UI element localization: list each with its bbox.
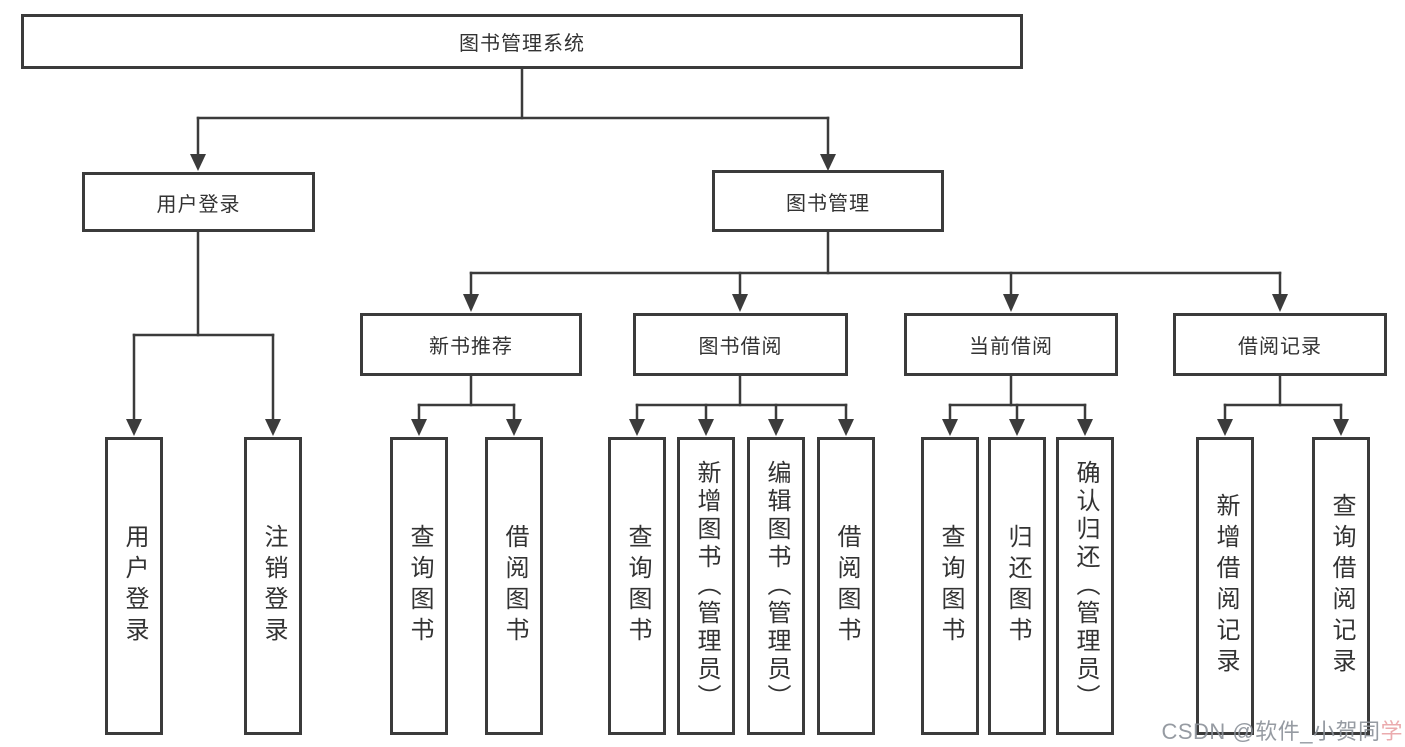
node-new-book-recommend-label: 新书推荐	[429, 336, 513, 358]
connector-book-management-to-level2	[463, 230, 1288, 312]
leaf-borrow-book: 借阅图书	[817, 437, 875, 735]
node-book-management: 图书管理	[712, 170, 944, 232]
node-user-login: 用户登录	[82, 172, 315, 232]
node-borrow-records: 借阅记录	[1173, 313, 1387, 376]
leaf-query-borrow-record-label: 查询借阅记录	[1328, 493, 1355, 679]
leaf-confirm-return-admin-label: 确认归还（管理员）	[1072, 460, 1099, 712]
leaf-add-book-admin: 新增图书（管理员）	[677, 437, 735, 735]
leaf-add-borrow-record: 新增借阅记录	[1196, 437, 1254, 735]
leaf-confirm-return-admin: 确认归还（管理员）	[1056, 437, 1114, 735]
leaf-borrow-book-recommend-label: 借阅图书	[501, 524, 528, 648]
leaf-query-book-recommend: 查询图书	[390, 437, 448, 735]
leaf-logout-label: 注销登录	[260, 524, 287, 648]
watermark-text: CSDN @软件_小贺同	[1161, 719, 1381, 744]
leaf-edit-book-admin-label: 编辑图书（管理员）	[763, 460, 790, 712]
node-book-management-label: 图书管理	[786, 192, 870, 215]
leaf-borrow-book-recommend: 借阅图书	[485, 437, 543, 735]
connector-borrow-records-to-leaves	[1217, 374, 1349, 436]
node-new-book-recommend: 新书推荐	[360, 313, 582, 376]
node-root-label: 图书管理系统	[459, 33, 585, 55]
leaf-user-login-label: 用户登录	[121, 524, 148, 648]
connector-current-borrow-to-leaves	[942, 374, 1093, 436]
node-current-borrow: 当前借阅	[904, 313, 1118, 376]
connector-root-to-level1	[190, 67, 836, 171]
node-book-borrow-label: 图书借阅	[698, 336, 783, 358]
node-current-borrow-label: 当前借阅	[969, 336, 1053, 358]
leaf-add-borrow-record-label: 新增借阅记录	[1212, 493, 1239, 679]
leaf-return-book-label: 归还图书	[1004, 524, 1031, 648]
node-root: 图书管理系统	[21, 14, 1023, 69]
connector-book-borrow-to-leaves	[629, 374, 854, 436]
leaf-add-book-admin-label: 新增图书（管理员）	[693, 460, 720, 712]
leaf-user-login: 用户登录	[105, 437, 163, 735]
connector-user-login-to-leaves	[126, 230, 281, 436]
leaf-borrow-book-label: 借阅图书	[833, 524, 860, 648]
connector-new-book-to-leaves	[411, 374, 522, 436]
node-borrow-records-label: 借阅记录	[1238, 336, 1322, 358]
leaf-query-book-current: 查询图书	[921, 437, 979, 735]
leaf-edit-book-admin: 编辑图书（管理员）	[747, 437, 805, 735]
leaf-logout: 注销登录	[244, 437, 302, 735]
leaf-query-borrow-record: 查询借阅记录	[1312, 437, 1370, 735]
watermark: CSDN @软件_小贺同学	[1161, 714, 1403, 746]
watermark-accent: 学	[1380, 719, 1403, 744]
leaf-query-book-current-label: 查询图书	[937, 524, 964, 648]
node-user-login-label: 用户登录	[156, 193, 241, 216]
leaf-query-book-borrow-label: 查询图书	[624, 524, 651, 648]
node-book-borrow: 图书借阅	[633, 313, 848, 376]
leaf-return-book: 归还图书	[988, 437, 1046, 735]
leaf-query-book-recommend-label: 查询图书	[406, 524, 433, 648]
leaf-query-book-borrow: 查询图书	[608, 437, 666, 735]
